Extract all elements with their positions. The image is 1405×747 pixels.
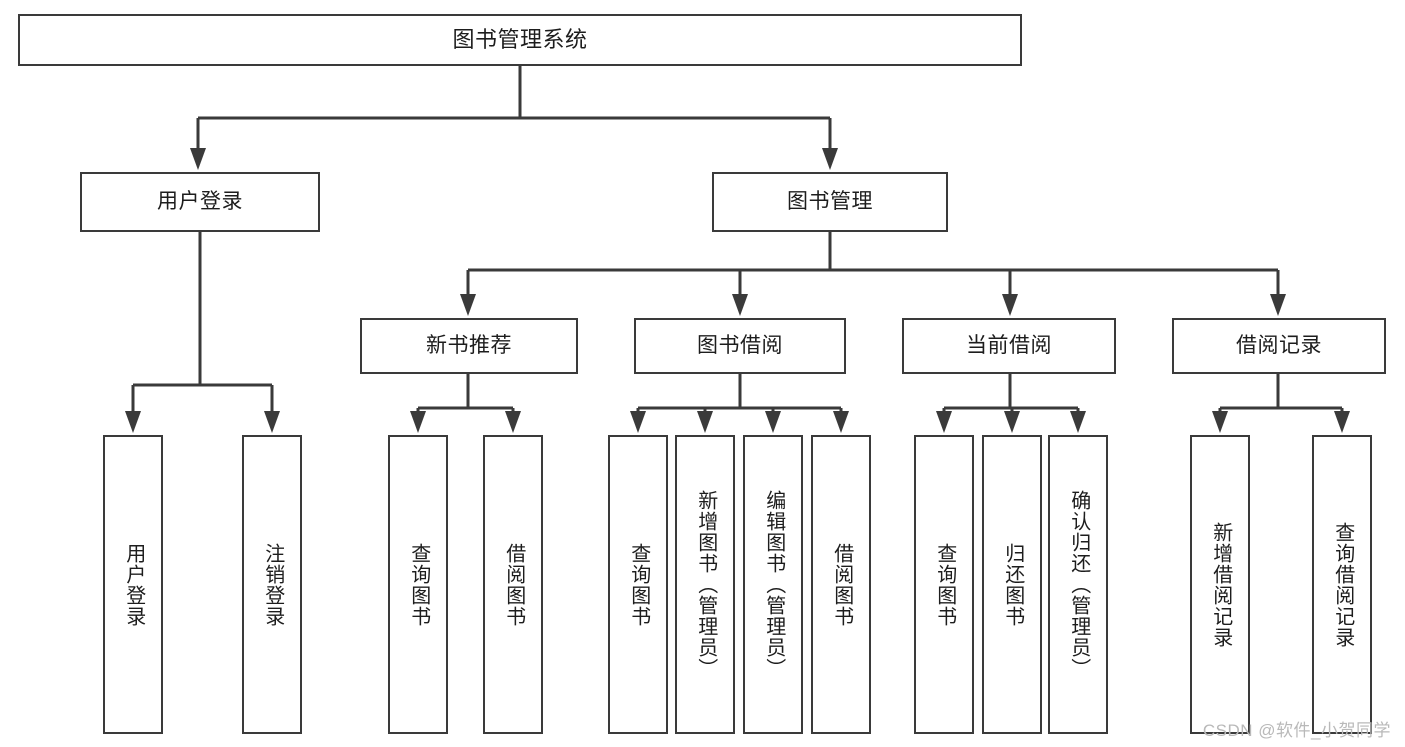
arrowhead-book-borrow-to-leaves-0: [630, 411, 646, 433]
node-label-leaf-query-book-a: 查询图书: [407, 542, 430, 627]
arrowhead-borrow-record-to-leaves-1: [1334, 411, 1350, 433]
node-leaf-user-login[interactable]: 用户登录: [103, 435, 163, 734]
node-new-book-recommendation[interactable]: 新书推荐: [360, 318, 578, 374]
arrowhead-root-to-level2-0: [190, 148, 206, 170]
node-label-new-book-recommendation: 新书推荐: [426, 334, 512, 358]
arrowhead-book-borrow-to-leaves-1: [697, 411, 713, 433]
node-label-leaf-edit-book-admin: 编辑图书（管理员）: [762, 490, 785, 679]
arrowhead-book-borrow-to-leaves-2: [765, 411, 781, 433]
node-leaf-add-borrow-record[interactable]: 新增借阅记录: [1190, 435, 1250, 734]
node-leaf-edit-book-admin[interactable]: 编辑图书（管理员）: [743, 435, 803, 734]
node-label-leaf-confirm-return-admin: 确认归还（管理员）: [1067, 490, 1090, 679]
arrowhead-user-login-to-leaves-1: [264, 411, 280, 433]
node-leaf-borrow-book-a[interactable]: 借阅图书: [483, 435, 543, 734]
node-book-borrowing[interactable]: 图书借阅: [634, 318, 846, 374]
node-leaf-query-book-b[interactable]: 查询图书: [608, 435, 668, 734]
arrowhead-user-login-to-leaves-0: [125, 411, 141, 433]
node-label-book-borrowing: 图书借阅: [697, 334, 783, 358]
node-borrowing-record[interactable]: 借阅记录: [1172, 318, 1386, 374]
node-label-borrowing-record: 借阅记录: [1236, 334, 1322, 358]
node-leaf-confirm-return-admin[interactable]: 确认归还（管理员）: [1048, 435, 1108, 734]
node-label-root-system: 图书管理系统: [452, 26, 588, 52]
node-label-leaf-add-borrow-record: 新增借阅记录: [1209, 521, 1232, 648]
node-label-leaf-user-login: 用户登录: [122, 542, 145, 627]
node-label-leaf-add-book-admin: 新增图书（管理员）: [694, 490, 717, 679]
node-leaf-logout[interactable]: 注销登录: [242, 435, 302, 734]
arrowhead-current-borrow-to-leaves-2: [1070, 411, 1086, 433]
node-user-login[interactable]: 用户登录: [80, 172, 320, 232]
node-label-leaf-borrow-book-b: 借阅图书: [830, 542, 853, 627]
arrowhead-book-manage-to-level3-0: [460, 294, 476, 316]
node-label-leaf-borrow-book-a: 借阅图书: [502, 542, 525, 627]
node-root-system[interactable]: 图书管理系统: [18, 14, 1022, 66]
arrowhead-new-book-rec-to-leaves-1: [505, 411, 521, 433]
arrowhead-current-borrow-to-leaves-1: [1004, 411, 1020, 433]
arrowhead-root-to-level2-1: [822, 148, 838, 170]
node-label-leaf-logout: 注销登录: [261, 542, 284, 627]
node-leaf-query-borrow-record[interactable]: 查询借阅记录: [1312, 435, 1372, 734]
node-leaf-borrow-book-b[interactable]: 借阅图书: [811, 435, 871, 734]
arrowhead-book-manage-to-level3-3: [1270, 294, 1286, 316]
arrowhead-current-borrow-to-leaves-0: [936, 411, 952, 433]
node-label-leaf-return-book: 归还图书: [1001, 542, 1024, 627]
node-label-leaf-query-borrow-record: 查询借阅记录: [1331, 521, 1354, 648]
node-label-user-login: 用户登录: [157, 190, 243, 214]
node-leaf-query-book-a[interactable]: 查询图书: [388, 435, 448, 734]
arrowhead-book-manage-to-level3-2: [1002, 294, 1018, 316]
node-label-current-borrowing: 当前借阅: [966, 334, 1052, 358]
node-book-management[interactable]: 图书管理: [712, 172, 948, 232]
node-leaf-add-book-admin[interactable]: 新增图书（管理员）: [675, 435, 735, 734]
node-label-book-management: 图书管理: [787, 190, 873, 214]
node-leaf-return-book[interactable]: 归还图书: [982, 435, 1042, 734]
node-label-leaf-query-book-c: 查询图书: [933, 542, 956, 627]
arrowhead-book-manage-to-level3-1: [732, 294, 748, 316]
node-leaf-query-book-c[interactable]: 查询图书: [914, 435, 974, 734]
node-current-borrowing[interactable]: 当前借阅: [902, 318, 1116, 374]
arrowhead-borrow-record-to-leaves-0: [1212, 411, 1228, 433]
arrowhead-new-book-rec-to-leaves-0: [410, 411, 426, 433]
arrowhead-book-borrow-to-leaves-3: [833, 411, 849, 433]
node-label-leaf-query-book-b: 查询图书: [627, 542, 650, 627]
